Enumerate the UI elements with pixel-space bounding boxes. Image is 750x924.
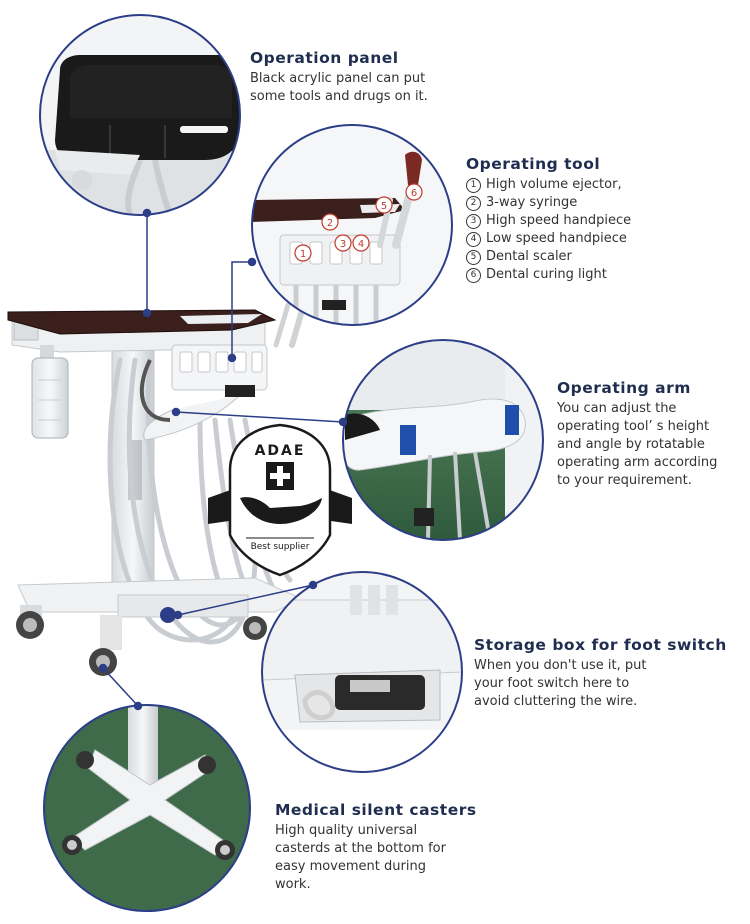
water-bottle	[31, 345, 69, 439]
callout-description: You can adjust the operating tool’ s hei…	[557, 401, 718, 488]
tool-number-5: 5	[381, 201, 387, 212]
detail-circle-operation-panel	[39, 14, 241, 216]
callout-operating-arm: Operating arm You can adjust the operati…	[557, 379, 717, 490]
tool-number-3: 3	[340, 239, 346, 250]
callout-description: High quality universal casterds at the b…	[275, 823, 446, 892]
detail-circle-operating-tool: 1 2 3 4 5 6	[251, 124, 453, 326]
brand-logo	[208, 423, 352, 577]
detail-circle-operating-arm	[342, 339, 544, 541]
callout-description: When you don't use it, put your foot swi…	[474, 658, 647, 709]
logo-brand-text: ADAE	[255, 443, 306, 459]
detail-circle-storage-box	[261, 571, 463, 773]
tool-number-4: 4	[358, 239, 364, 250]
detail-circle-casters	[43, 704, 251, 912]
logo-tagline-text: Best supplier	[251, 542, 310, 552]
tool-number-6: 6	[411, 188, 417, 199]
tool-number-1: 1	[300, 249, 306, 260]
caster-wheels	[16, 605, 267, 676]
tool-number-markers	[294, 183, 423, 262]
callout-description: Black acrylic panel can put some tools a…	[250, 71, 428, 104]
leader-lines	[98, 208, 348, 711]
callout-operation-panel: Operation panel Black acrylic panel can …	[250, 49, 428, 106]
callout-title: Medical silent casters	[275, 801, 477, 819]
callout-title: Operating tool	[466, 155, 601, 173]
callout-title: Operation panel	[250, 49, 399, 67]
callout-casters: Medical silent casters High quality univ…	[275, 801, 477, 894]
callout-title: Storage box for foot switch	[474, 636, 727, 654]
tool-number-labels: 1 2 3 4 5 6	[300, 188, 417, 260]
tool-number-2: 2	[327, 218, 333, 229]
callout-storage-box: Storage box for foot switch When you don…	[474, 636, 727, 711]
callout-title: Operating arm	[557, 379, 691, 397]
